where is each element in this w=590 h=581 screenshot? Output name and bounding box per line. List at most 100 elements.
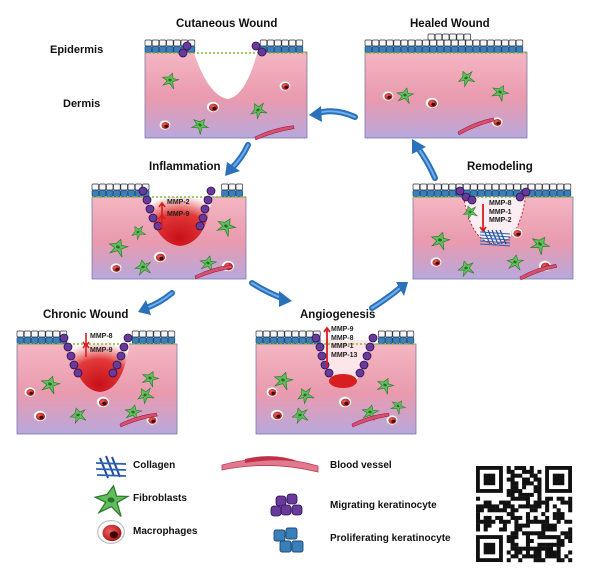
fibroblast-cell xyxy=(457,260,475,278)
qr-module xyxy=(510,473,515,478)
blood-vessel-body xyxy=(194,264,233,280)
blood-vessel-body xyxy=(519,263,558,281)
fibroblast-cell xyxy=(137,387,155,405)
qr-module xyxy=(522,554,527,559)
qr-module xyxy=(506,538,511,543)
macrophage-cell xyxy=(511,227,523,239)
surface-cell xyxy=(167,330,176,338)
qr-module xyxy=(552,527,557,532)
qr-module xyxy=(525,546,530,551)
qr-module xyxy=(541,519,546,524)
fibroblast-cell xyxy=(291,407,309,425)
collagen-mesh xyxy=(479,229,511,247)
remodeling-panel xyxy=(412,183,574,281)
migrating-cell xyxy=(145,204,155,214)
healed-wound-panel xyxy=(364,33,528,139)
qr-module xyxy=(510,546,515,551)
qr-module xyxy=(537,550,542,555)
basal-cell xyxy=(441,189,449,197)
blood-vessel xyxy=(194,264,233,280)
basal-cell xyxy=(364,45,372,53)
surface-cell xyxy=(146,330,154,338)
basal-cell xyxy=(472,45,480,53)
migrating-cell xyxy=(315,342,325,352)
surface-cell xyxy=(499,183,507,191)
mmp-label: MMP-9 xyxy=(167,210,190,218)
qr-module xyxy=(556,508,561,513)
qr-module xyxy=(502,519,507,524)
qr-module xyxy=(552,535,557,540)
qr-module xyxy=(556,538,561,543)
fibroblast-body xyxy=(389,400,407,415)
mmp-label: MMP-1 xyxy=(331,343,354,350)
surface-cell xyxy=(563,183,572,191)
qr-module xyxy=(518,546,523,551)
basal-cell xyxy=(399,336,407,344)
fibroblast-body xyxy=(131,225,147,241)
legend-fibroblasts-label: Fibroblasts xyxy=(133,493,187,504)
fibroblast-cell xyxy=(361,404,380,421)
qr-module xyxy=(545,523,550,528)
basal-cell xyxy=(379,45,387,53)
migrating-cell xyxy=(359,360,369,370)
qr-module xyxy=(541,546,546,551)
qr-module xyxy=(502,523,507,528)
migrating-cell xyxy=(355,368,365,378)
qr-module xyxy=(529,504,534,509)
migrating-cell xyxy=(198,213,208,223)
remodeling-title: Remodeling xyxy=(467,161,533,173)
surface-cell xyxy=(127,183,135,191)
surface-cell xyxy=(441,183,449,191)
arrow-head xyxy=(412,139,426,154)
basal-cell xyxy=(23,336,32,344)
qr-module xyxy=(510,492,515,497)
macrophage-nucleus xyxy=(276,414,281,418)
basal-cell xyxy=(494,45,502,53)
basal-cell xyxy=(535,189,543,197)
qr-module xyxy=(510,508,515,513)
qr-module xyxy=(476,519,481,524)
surface-cell xyxy=(484,183,492,191)
fibroblast-cell xyxy=(457,70,476,88)
qr-module xyxy=(529,473,534,478)
collagen-fiber xyxy=(479,243,511,247)
basal-cell xyxy=(144,45,152,53)
basal-cell xyxy=(146,336,154,344)
qr-module xyxy=(533,554,538,559)
surface-cell xyxy=(427,33,435,41)
wound-clot xyxy=(147,193,212,246)
qr-module xyxy=(568,531,573,536)
basal-cell xyxy=(542,189,550,197)
migrating-cell xyxy=(63,342,73,352)
migrating-cell xyxy=(108,368,118,378)
migrating-cell xyxy=(123,333,133,343)
surface-cell xyxy=(515,39,524,47)
qr-module xyxy=(564,500,569,505)
surface-cell xyxy=(52,330,60,338)
qr-module xyxy=(514,554,519,559)
surface-cell xyxy=(31,330,39,338)
migrating-keratinocytes xyxy=(138,186,216,231)
qr-module xyxy=(522,523,527,528)
basal-cell xyxy=(422,45,430,53)
basal-cell xyxy=(419,189,428,197)
qr-module xyxy=(541,558,546,563)
mmp-label: MMP-8 xyxy=(331,334,354,342)
qr-module xyxy=(506,558,511,563)
qr-module xyxy=(525,542,530,547)
collagen-icon xyxy=(95,455,127,479)
qr-module xyxy=(568,527,573,532)
qr-module xyxy=(537,558,542,563)
fibroblast-cell xyxy=(134,259,152,276)
qr-module xyxy=(525,512,530,517)
fibroblast-nucleus xyxy=(281,378,285,382)
macrophage-cell xyxy=(430,256,442,268)
qr-module xyxy=(476,496,481,501)
migrating-cell xyxy=(178,48,188,58)
qr-module xyxy=(560,500,565,505)
surface-cell xyxy=(434,183,442,191)
dermis-label: Dermis xyxy=(63,98,101,110)
basal-cell xyxy=(16,336,24,344)
fibroblast-cell xyxy=(396,87,415,104)
qr-module xyxy=(487,519,492,524)
